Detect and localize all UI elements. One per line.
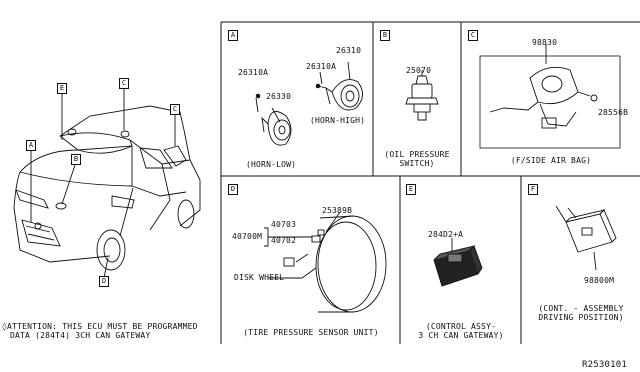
callout-c-front: C [119, 78, 129, 89]
horn-low-caption: (HORN-LOW) [246, 160, 297, 169]
callout-c-rear: C [170, 104, 180, 115]
horn-high-caption: (HORN-HIGH) [310, 116, 366, 125]
part-number: 25389B [322, 206, 353, 215]
part-number: 25070 [406, 66, 432, 75]
callout-a: A [26, 140, 36, 151]
section-d-badge: D [228, 184, 238, 195]
part-number: 26310A [238, 68, 269, 77]
tpms-caption: (TIRE PRESSURE SENSOR UNIT) [243, 328, 379, 337]
section-e-badge: E [406, 184, 416, 195]
side-airbag-sensor [479, 44, 621, 149]
oil-pressure-switch [405, 70, 439, 121]
oil-switch-caption-line2: SWITCH) [399, 159, 435, 168]
section-c-badge: C [468, 30, 478, 41]
part-number: 40700M [232, 232, 263, 241]
attention-icon: ◊ [2, 322, 8, 331]
callout-b: B [71, 154, 81, 165]
callout-d: D [99, 276, 109, 287]
part-number: 28556B [598, 108, 629, 117]
disk-wheel-label: DISK WHEEL [234, 273, 285, 282]
oil-switch-caption-line1: (OIL PRESSURE [384, 150, 450, 159]
part-number: 26310A [306, 62, 337, 71]
section-a-badge: A [228, 30, 238, 41]
can-gateway-module [433, 238, 483, 287]
gateway-caption-line1: (CONTROL ASSY- [425, 322, 497, 331]
gateway-caption-line2: 3 CH CAN GATEWAY) [418, 331, 504, 340]
part-number: 284D2+A [428, 230, 464, 239]
horn-high [315, 61, 363, 111]
car-illustration [13, 86, 201, 279]
attention-note-line1: ◊ATTENTION: THIS ECU MUST BE PROGRAMMED [2, 322, 198, 331]
part-number: 98800M [584, 276, 615, 285]
driving-position-caption-line2: DRIVING POSITION) [538, 313, 624, 322]
driving-position-control [555, 205, 617, 271]
part-number: 26330 [266, 92, 292, 101]
part-number: 40703 [271, 220, 297, 229]
section-b-badge: B [380, 30, 390, 41]
tire-pressure-sensor [264, 211, 387, 313]
part-number: 98830 [532, 38, 558, 47]
callout-e: E [57, 83, 67, 94]
part-number: 26310 [336, 46, 362, 55]
horn-low [255, 93, 292, 146]
driving-position-caption-line1: (CONT. - ASSEMBLY [538, 304, 624, 313]
airbag-caption: (F/SIDE AIR BAG) [510, 156, 592, 165]
part-number: 40702 [271, 236, 297, 245]
diagram-id: R2530101 [582, 360, 627, 370]
attention-note-line2: DATA (284T4) 3CH CAN GATEWAY [10, 331, 151, 340]
section-f-badge: F [528, 184, 538, 195]
